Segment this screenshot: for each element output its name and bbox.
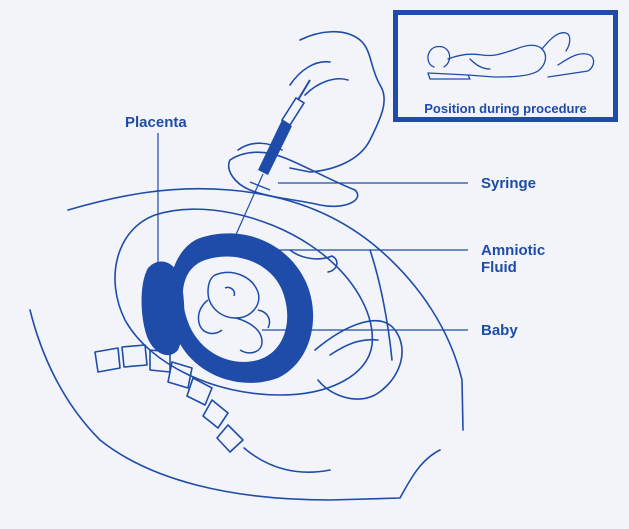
back-outline bbox=[30, 310, 440, 500]
hand-lower bbox=[229, 152, 358, 206]
syringe-label: Syringe bbox=[481, 176, 536, 192]
position-inset: Position during procedure bbox=[393, 10, 618, 122]
baby-label: Baby bbox=[481, 323, 518, 339]
amniotic-label-line2: Fluid bbox=[481, 260, 517, 276]
hand-upper bbox=[290, 32, 384, 172]
amniotic-label-line1: Amniotic bbox=[481, 243, 545, 259]
baby-shape bbox=[198, 272, 269, 352]
inset-caption: Position during procedure bbox=[398, 101, 613, 116]
placenta-label: Placenta bbox=[125, 115, 187, 131]
amniotic-fluid-shape bbox=[169, 233, 314, 382]
reclining-figure-drawing bbox=[398, 15, 613, 95]
